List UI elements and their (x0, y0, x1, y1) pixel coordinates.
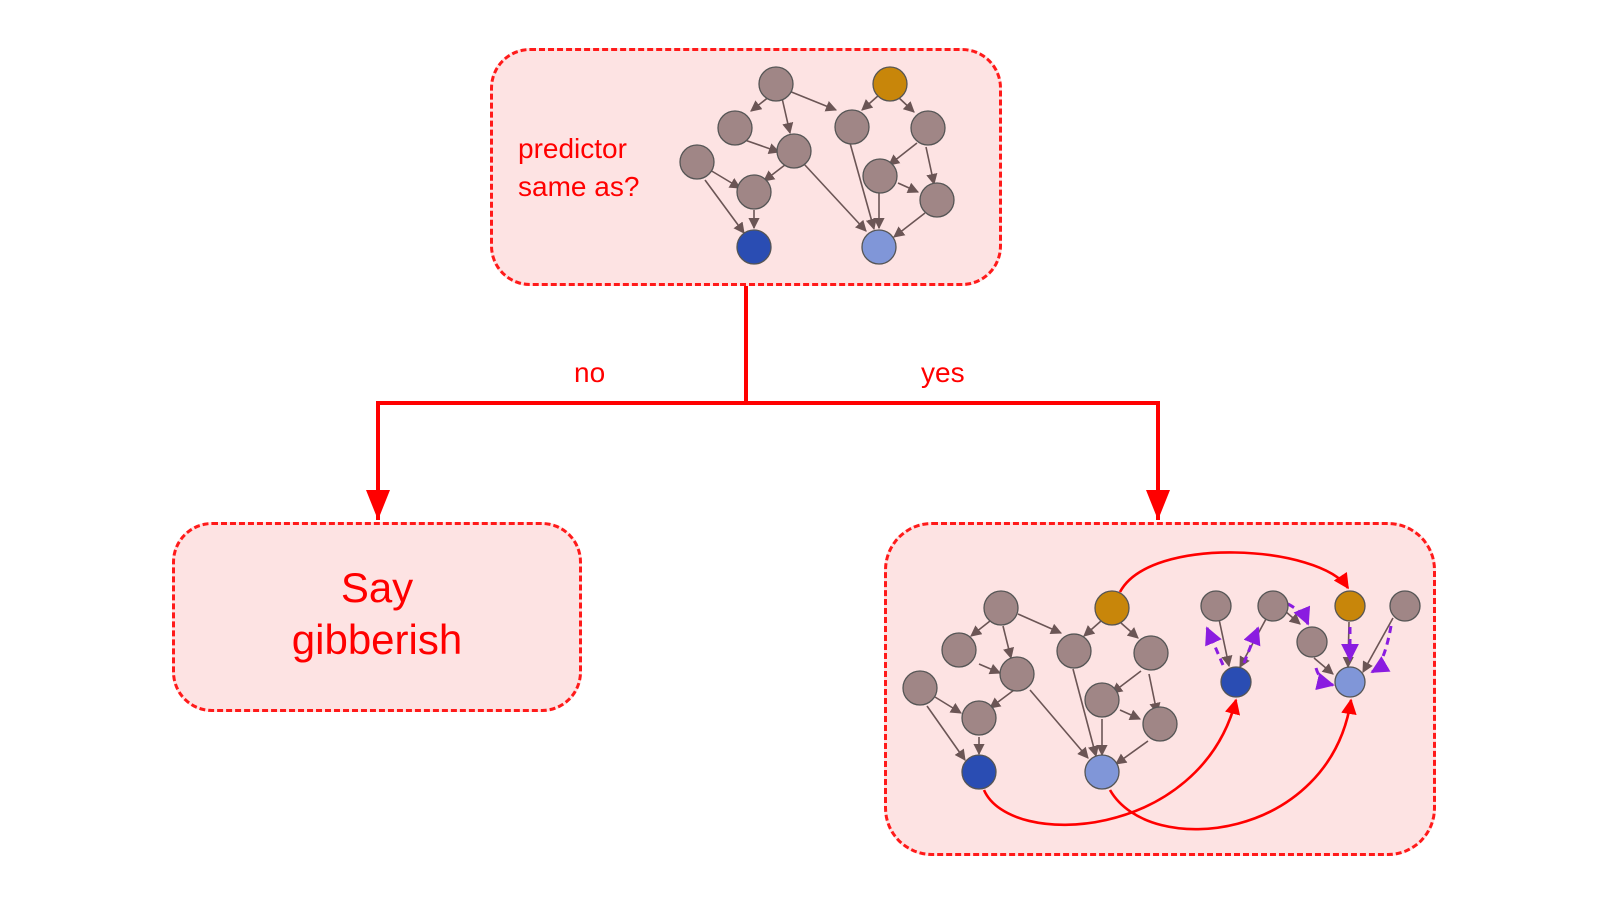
question-line-1: predictor (518, 133, 627, 164)
node (736, 229, 772, 265)
node (941, 632, 977, 668)
node (776, 133, 812, 169)
node (1334, 590, 1366, 622)
correspondence-arcs (982, 551, 1357, 831)
node (1094, 590, 1130, 626)
node (1220, 666, 1252, 698)
node (1084, 682, 1120, 718)
top-graph-nodes (679, 66, 955, 265)
node (919, 182, 955, 218)
node (1296, 626, 1328, 658)
node (834, 109, 870, 145)
arrow-to-yes (1146, 490, 1170, 520)
node (910, 110, 946, 146)
node (1142, 706, 1178, 742)
outcome-no-line-2: gibberish (291, 616, 463, 663)
node (872, 66, 908, 102)
decision-connector (376, 286, 1160, 520)
top-graph-edges (704, 88, 938, 238)
outcome-no-line-1: Say (340, 564, 414, 611)
node (999, 656, 1035, 692)
node (862, 158, 898, 194)
outcome-no-box (172, 522, 582, 712)
node (736, 174, 772, 210)
node (961, 754, 997, 790)
node (861, 229, 897, 265)
node (1257, 590, 1289, 622)
node (983, 590, 1019, 626)
yes-graph-nodes (902, 590, 1421, 790)
node (902, 670, 938, 706)
node (679, 144, 715, 180)
node (1334, 666, 1366, 698)
node (1084, 754, 1120, 790)
node (1389, 590, 1421, 622)
node (961, 700, 997, 736)
arrow-to-no (366, 490, 390, 520)
node (717, 110, 753, 146)
branch-label-yes: yes (921, 357, 965, 388)
purple-dashed-arrows (1205, 602, 1393, 691)
node (758, 66, 794, 102)
node (1200, 590, 1232, 622)
question-line-2: same as? (518, 171, 640, 202)
branch-label-no: no (574, 357, 606, 388)
node (1056, 633, 1092, 669)
node (1133, 635, 1169, 671)
